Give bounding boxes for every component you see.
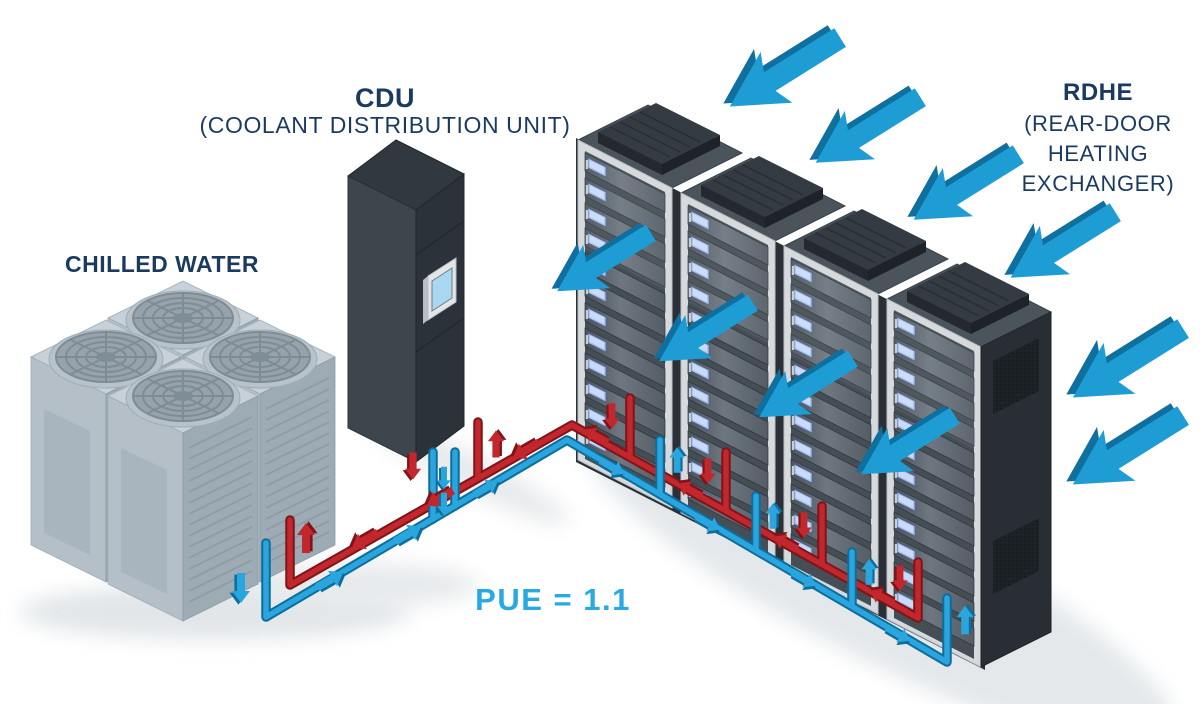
hot-flow-arrow-icon — [487, 429, 507, 458]
rdhe-label: RDHE — [1063, 79, 1133, 106]
cold-water-pipe — [261, 435, 952, 667]
rear-door-panel — [980, 311, 1052, 668]
cdu-cabinet — [347, 139, 465, 463]
rdhe-sublabel-line2: HEATING — [1048, 141, 1148, 166]
server-rack — [887, 262, 1052, 668]
pipe-network — [261, 393, 952, 667]
chilled-water-label: CHILLED WATER — [65, 251, 259, 277]
airflow-arrow-icon — [892, 125, 1034, 246]
labels: CHILLED WATER CDU (COOLANT DISTRIBUTION … — [65, 79, 1174, 617]
cdu-control-panel — [423, 257, 457, 324]
airflow-arrow-icon — [1050, 298, 1200, 426]
rdhe-sublabel-line3: EXCHANGER) — [1022, 171, 1175, 196]
pue-label: PUE = 1.1 — [475, 582, 631, 617]
hot-water-pipe — [285, 393, 923, 623]
cdu-sublabel: (COOLANT DISTRIBUTION UNIT) — [199, 112, 570, 138]
cdu-label: CDU — [355, 83, 415, 113]
airflow-arrow-icon — [794, 68, 936, 189]
rdhe-sublabel-line1: (REAR-DOOR — [1024, 111, 1172, 136]
airflow-arrow-icon — [1050, 385, 1200, 513]
airflow-arrow-icon — [707, 7, 857, 135]
